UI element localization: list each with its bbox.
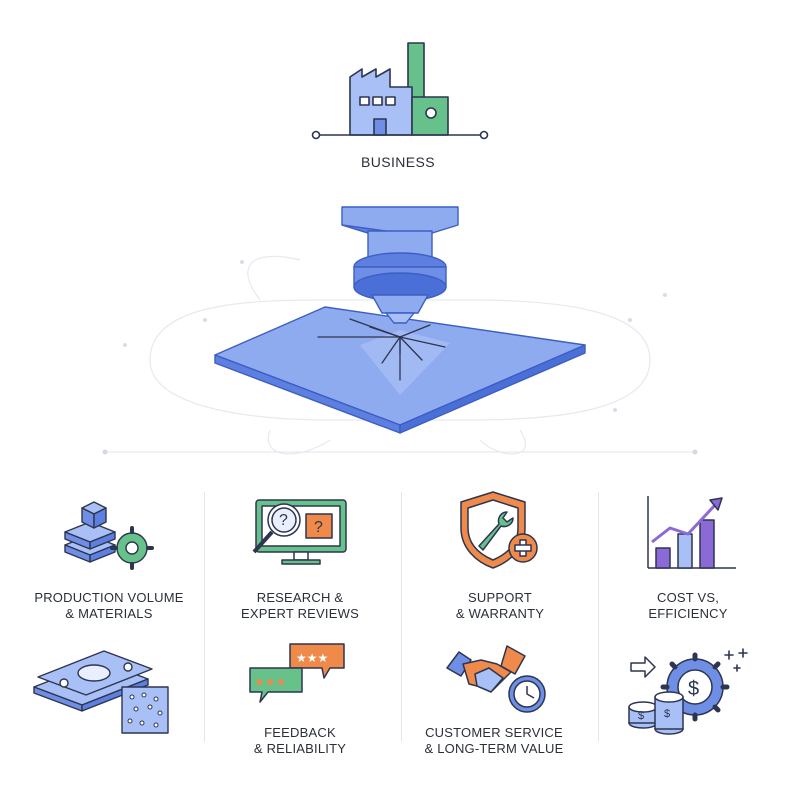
svg-text:$: $ — [688, 678, 699, 700]
shield-wrench-icon — [460, 491, 538, 569]
item-label: CUSTOMER SERVICE& LONG-TERM VALUE — [424, 725, 564, 756]
item-label: SUPPORT& WARRANTY — [455, 590, 545, 621]
svg-text:$: $ — [638, 710, 644, 722]
column-divider — [401, 492, 402, 742]
column-divider — [204, 492, 205, 742]
svg-text:?: ? — [314, 519, 323, 536]
review-bubbles-icon: ★★★ ★★★ — [249, 643, 345, 703]
column-divider — [598, 492, 599, 742]
item-label: COST VS,EFFICIENCY — [648, 590, 728, 621]
svg-text:$: $ — [664, 708, 670, 720]
svg-text:★★★: ★★★ — [296, 651, 328, 665]
magnifier-monitor-icon: ? ? — [252, 499, 347, 565]
item-label: PRODUCTION VOLUME& MATERIALS — [34, 590, 184, 621]
coins-gear-icon: $ $ $ — [628, 648, 748, 735]
svg-text:?: ? — [279, 512, 288, 529]
handshake-clock-icon — [446, 645, 546, 713]
item-label: FEEDBACK& RELIABILITY — [253, 725, 347, 756]
laser-cutter-icon — [214, 206, 586, 434]
item-label: RESEARCH &EXPERT REVIEWS — [241, 590, 359, 621]
factory-icon — [311, 42, 489, 140]
svg-text:★★★: ★★★ — [254, 675, 286, 689]
growth-chart-icon — [647, 496, 736, 569]
metal-sheets-icon — [33, 650, 169, 734]
boxes-gear-icon — [64, 501, 154, 570]
business-title: BUSINESS — [361, 154, 435, 170]
